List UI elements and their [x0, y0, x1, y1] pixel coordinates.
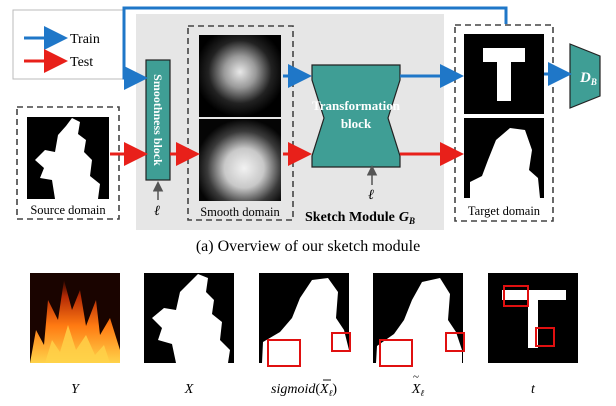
caption-x-tilde: Xℓ [411, 382, 425, 398]
t-highlight-box-1 [503, 285, 529, 307]
transformation-label-line2: block [341, 116, 372, 131]
train-arrow-top-loop [122, 6, 508, 90]
t-highlight-box-2 [535, 327, 555, 347]
smooth-domain-label: Smooth domain [200, 205, 280, 219]
ell-transformation: ℓ [368, 188, 374, 203]
x-tilde-silhouette [376, 278, 462, 363]
sigmoid-highlight-box-1 [267, 339, 301, 367]
smooth-image-train [199, 35, 281, 117]
caption-a: (a) Overview of our sketch module [196, 238, 420, 255]
sketch-module-background [136, 14, 444, 230]
target-silhouette [470, 128, 540, 198]
smoothness-block [145, 59, 171, 181]
smooth-image-test [199, 119, 281, 201]
legend-box [12, 9, 124, 80]
caption-t: t [531, 382, 536, 397]
smooth-domain-box [187, 25, 294, 221]
source-silhouette [35, 118, 100, 199]
x-tilde-accent: ~ [413, 371, 419, 383]
transformation-label-line1: Transformation [312, 98, 401, 113]
sigmoid-highlight-box-2 [331, 332, 351, 352]
target-letter-t [483, 48, 525, 101]
t-letter [502, 290, 566, 348]
x-tilde-highlight-box-2 [445, 332, 465, 352]
caption-x: X [184, 382, 194, 397]
legend-train-label: Train [70, 32, 100, 47]
source-domain-box [16, 106, 120, 220]
target-domain-label: Target domain [468, 204, 541, 218]
legend: Train Test [12, 9, 124, 80]
target-domain-box [454, 24, 554, 222]
discriminator-label: DB [579, 70, 597, 87]
x-silhouette [152, 274, 230, 363]
discriminator-block [569, 43, 601, 109]
sigmoid-silhouette [262, 278, 349, 363]
ell-smoothness: ℓ [154, 204, 160, 219]
legend-test-label: Test [70, 55, 93, 70]
x-tilde-highlight-box-1 [379, 339, 413, 367]
caption-y: Y [71, 382, 81, 397]
smoothness-block-label: Smoothness block [151, 74, 165, 166]
caption-sigmoid: sigmoid(Xℓ) [271, 382, 337, 398]
source-domain-label: Source domain [30, 203, 106, 217]
